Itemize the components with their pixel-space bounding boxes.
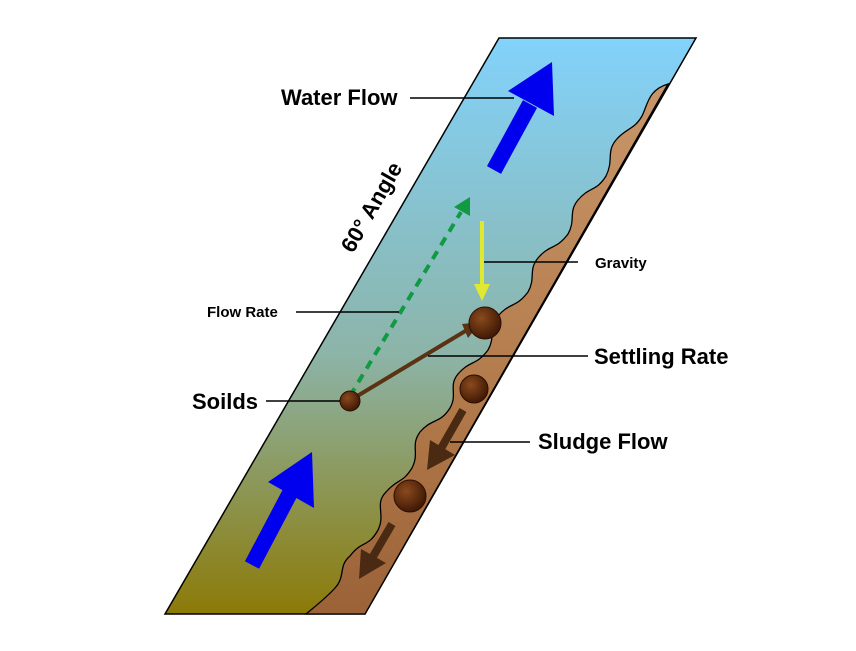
water-channel: [163, 37, 698, 615]
label-gravity: Gravity: [595, 255, 647, 272]
sludge-flow-arrow-lower: [359, 521, 396, 579]
water-flow-arrow-bottom: [244, 452, 314, 569]
label-water-flow: Water Flow: [281, 85, 398, 110]
solid-particle-mid: [459, 374, 489, 404]
sludge-layer: [304, 82, 670, 615]
flow-rate-arrow: [348, 197, 470, 398]
gravity-arrow: [474, 221, 490, 301]
solid-particle-top: [468, 306, 502, 340]
label-settling-rate: Settling Rate: [594, 344, 728, 369]
water-flow-arrow-top: [486, 62, 554, 174]
label-solids: Soilds: [192, 389, 258, 414]
label-flow-rate: Flow Rate: [207, 304, 278, 321]
solid-particle-bottom: [393, 479, 427, 513]
sludge-flow-arrow-upper: [427, 408, 467, 470]
solid-particle-small: [339, 390, 361, 412]
label-sludge-flow: Sludge Flow: [538, 429, 668, 454]
